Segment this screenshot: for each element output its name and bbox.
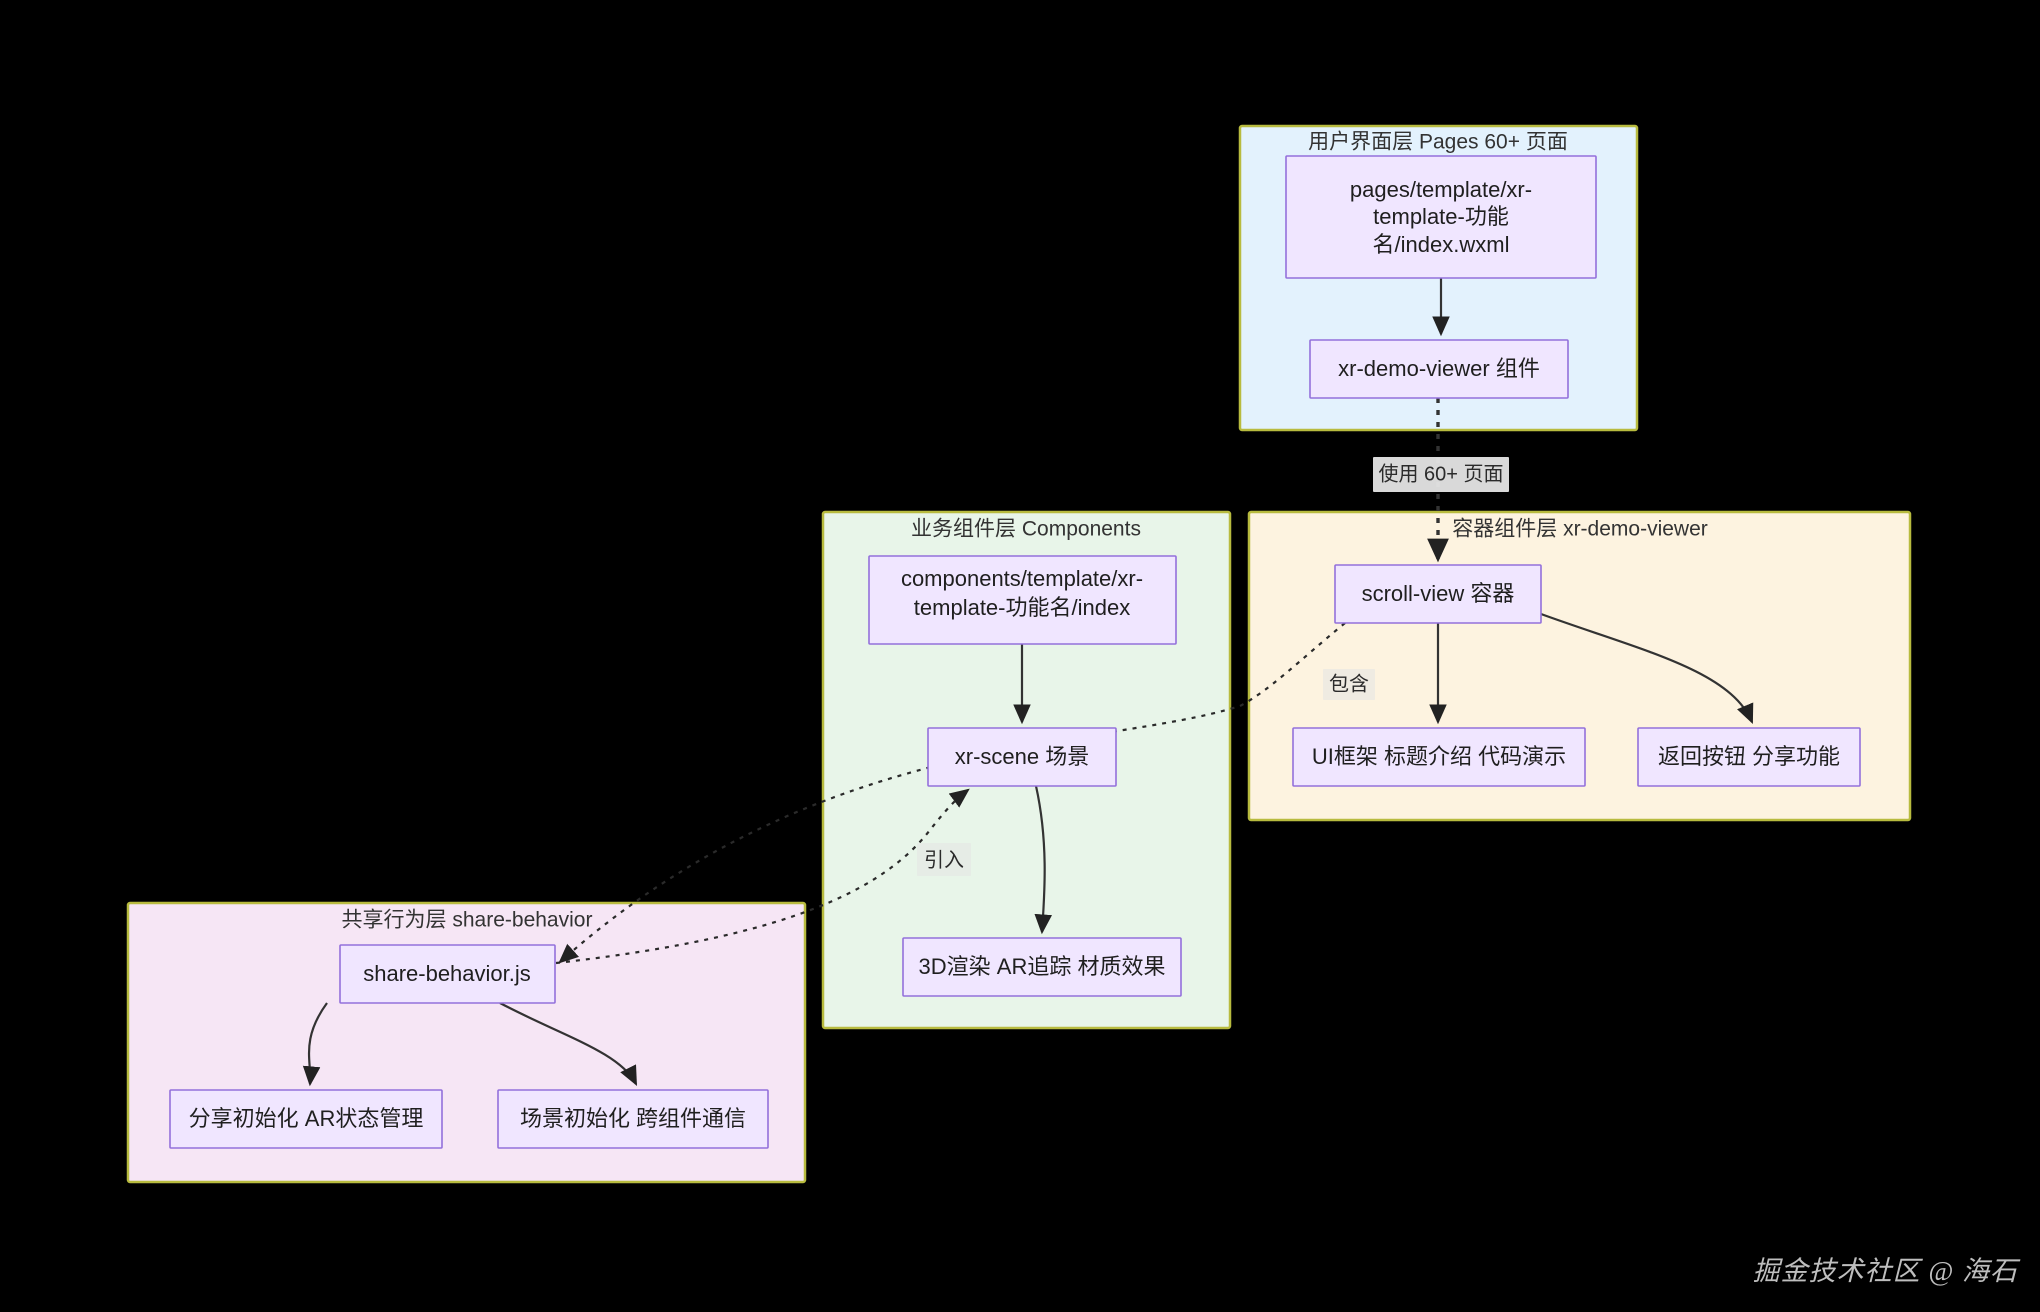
node-component-index[interactable]: components/template/xr- template-功能名/ind… <box>868 555 1177 645</box>
edge-label-contains: 包含 <box>1323 669 1375 700</box>
node-component-index-line2: template-功能名/index <box>914 595 1130 620</box>
node-share-init-rect[interactable] <box>169 1089 443 1149</box>
watermark: 掘金技术社区 @ 海石 <box>1752 1256 2018 1286</box>
edge-sharebehavior-to-sceneinit <box>499 1002 637 1086</box>
node-share-behavior-js-label: share-behavior.js <box>363 961 531 986</box>
node-xr-scene-rect[interactable] <box>927 727 1117 787</box>
node-scene-init-rect[interactable] <box>497 1089 769 1149</box>
edge-label-import-text: 引入 <box>924 848 964 871</box>
node-scroll-view-label: scroll-view 容器 <box>1362 581 1515 606</box>
edge-label-use-pages-text: 使用 60+ 页面 <box>1378 462 1503 485</box>
node-page-wxml-line1: pages/template/xr- <box>1350 177 1532 202</box>
node-xr-demo-viewer-rect[interactable] <box>1309 339 1569 399</box>
node-share-behavior-js[interactable]: share-behavior.js <box>339 944 556 1004</box>
edge-sharebehavior-to-shareinit <box>302 1002 328 1087</box>
cluster-container-layer-label: 容器组件层 xr-demo-viewer <box>1452 518 1708 541</box>
node-scene-init[interactable]: 场景初始化 跨组件通信 <box>497 1089 769 1149</box>
node-xr-scene[interactable]: xr-scene 场景 <box>927 727 1117 787</box>
node-scroll-view[interactable]: scroll-view 容器 <box>1334 564 1542 624</box>
node-ui-framework-rect[interactable] <box>1292 727 1586 787</box>
node-scene-init-label: 场景初始化 跨组件通信 <box>520 1106 746 1131</box>
edge-xrscene-to-render <box>1034 785 1053 935</box>
node-share-behavior-js-rect[interactable] <box>339 944 556 1004</box>
node-ui-framework[interactable]: UI框架 标题介绍 代码演示 <box>1292 727 1586 787</box>
node-render-features[interactable]: 3D渲染 AR追踪 材质效果 <box>902 937 1182 997</box>
node-xr-demo-viewer[interactable]: xr-demo-viewer 组件 <box>1309 339 1569 399</box>
node-scroll-view-rect[interactable] <box>1334 564 1542 624</box>
edge-label-import: 引入 <box>917 843 971 876</box>
edge-label-contains-bg <box>1323 669 1375 700</box>
node-render-features-rect[interactable] <box>902 937 1182 997</box>
node-back-share-label: 返回按钮 分享功能 <box>1658 744 1840 769</box>
node-component-index-line1: components/template/xr- <box>901 566 1143 591</box>
node-render-features-label: 3D渲染 AR追踪 材质效果 <box>919 954 1166 979</box>
cluster-business-layer-label: 业务组件层 Components <box>911 518 1141 541</box>
node-back-share[interactable]: 返回按钮 分享功能 <box>1637 727 1861 787</box>
edge-scrollview-to-backshare <box>1540 612 1754 725</box>
cluster-ui-layer-label: 用户界面层 Pages 60+ 页面 <box>1308 131 1568 154</box>
edge-sharebehavior-to-xrscene <box>555 788 970 965</box>
cluster-behavior-layer-label: 共享行为层 share-behavior <box>342 909 593 932</box>
edge-label-import-bg <box>917 843 971 876</box>
node-component-index-rect[interactable] <box>868 555 1177 645</box>
node-xr-scene-label: xr-scene 场景 <box>955 744 1089 769</box>
node-page-wxml-line2: template-功能 <box>1373 204 1509 229</box>
node-xr-demo-viewer-label: xr-demo-viewer 组件 <box>1338 356 1540 381</box>
node-page-wxml[interactable]: pages/template/xr- template-功能 名/index.w… <box>1285 155 1597 279</box>
node-page-wxml-rect[interactable] <box>1285 155 1597 279</box>
node-share-init[interactable]: 分享初始化 AR状态管理 <box>169 1089 443 1149</box>
node-ui-framework-label: UI框架 标题介绍 代码演示 <box>1312 744 1566 769</box>
node-back-share-rect[interactable] <box>1637 727 1861 787</box>
edge-label-use-pages-bg <box>1373 457 1509 492</box>
node-page-wxml-line3: 名/index.wxml <box>1373 232 1510 257</box>
edge-label-use-pages: 使用 60+ 页面 <box>1373 457 1509 492</box>
node-share-init-label: 分享初始化 AR状态管理 <box>189 1106 424 1131</box>
edge-label-contains-text: 包含 <box>1329 672 1369 695</box>
